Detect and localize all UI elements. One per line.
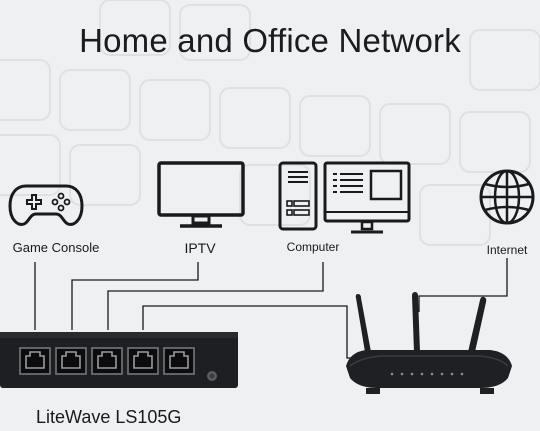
globe-icon <box>479 169 535 225</box>
game-console-label: Game Console <box>12 240 100 255</box>
ethernet-port <box>19 347 51 375</box>
ethernet-port <box>127 347 159 375</box>
ethernet-port <box>163 347 195 375</box>
page-title: Home and Office Network <box>79 22 461 59</box>
router <box>346 292 512 394</box>
computer-icon <box>278 161 411 234</box>
game-controller-icon <box>8 184 84 226</box>
network-switch <box>0 332 238 388</box>
switch-model-label: LiteWave LS105G <box>36 407 182 427</box>
internet-label: Internet <box>486 243 528 257</box>
iptv-label: IPTV <box>184 240 216 256</box>
computer-label: Computer <box>286 240 340 254</box>
tv-icon <box>157 161 245 228</box>
ethernet-port <box>55 347 87 375</box>
ethernet-port <box>91 347 123 375</box>
